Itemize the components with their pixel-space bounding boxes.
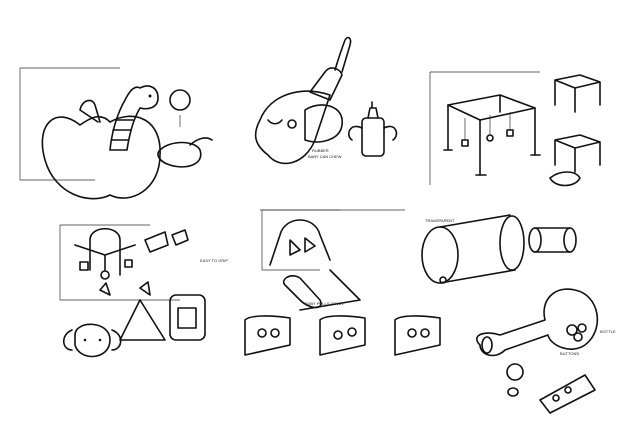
annotation-label: BUTTONS — [560, 351, 579, 356]
apple-worm-sketch — [19, 67, 213, 200]
mobile-dog-sketch: EASY TO GRIP — [59, 224, 228, 358]
annotation-label: EASY TO GRIP — [200, 258, 228, 263]
bottle-elephant-sketch: RUBBER BABY CAN CHEW — [254, 36, 405, 211]
annotation-label: BABY CAN CHEW — [308, 154, 342, 159]
annotation-label: BOTTLE — [600, 329, 616, 334]
rattle-sketch: BOTTLE BUTTONS — [475, 288, 616, 414]
rolling-cylinder-sketch: TRANSPARENT — [421, 214, 577, 284]
annotation-label: TRANSPARENT — [425, 218, 455, 223]
baby-gym-sketch: BABY PULLS DOWN — [244, 209, 441, 356]
annotation-label: RUBBER — [312, 148, 329, 153]
annotation-label: BABY PULLS DOWN — [305, 301, 343, 306]
activity-table-sketch — [429, 71, 601, 187]
